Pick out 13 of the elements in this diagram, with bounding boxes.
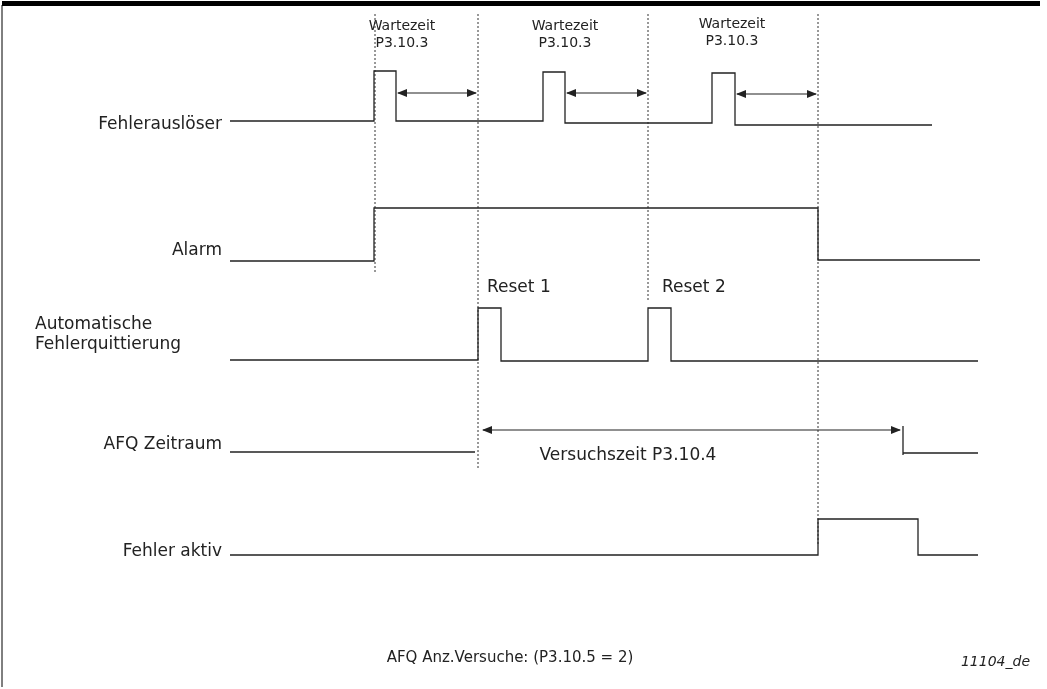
interval-label: Wartezeit P3.10.3 (367, 17, 437, 51)
interval-label: Wartezeit P3.10.3 (530, 17, 600, 51)
interval-label: Wartezeit P3.10.3 (697, 15, 767, 49)
signal-name: Alarm (171, 239, 222, 260)
figure-id: 11104_de (960, 653, 1030, 670)
signal-name: Fehlerauslöser (98, 113, 222, 134)
signal-name: Automatische Fehlerquittierung (35, 313, 183, 354)
pulse-label: Reset 1 (487, 276, 551, 297)
footnote: AFQ Anz.Versuche: (P3.10.5 = 2) (386, 648, 634, 666)
signal-name: AFQ Zeitraum (103, 433, 222, 454)
pulse-label: Reset 2 (662, 276, 726, 297)
interval-label: Versuchszeit P3.10.4 (539, 444, 717, 465)
signal-name: Fehler aktiv (122, 540, 222, 561)
